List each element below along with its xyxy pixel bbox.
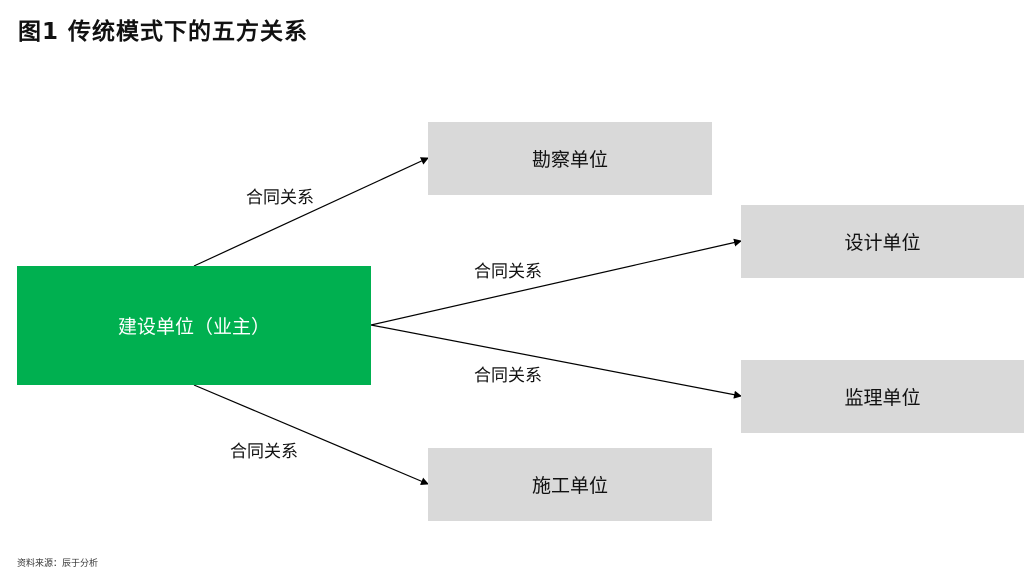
source-note: 资料来源：辰于分析 (17, 559, 99, 569)
survey-node: 勘察单位 (428, 122, 712, 195)
owner-node: 建设单位（业主） (17, 266, 371, 385)
edge-label-supervise: 合同关系 (474, 366, 542, 386)
supervise-node-label: 监理单位 (844, 387, 921, 409)
design-node: 设计单位 (741, 205, 1024, 278)
edge-label-survey: 合同关系 (246, 188, 314, 208)
arrow-owner-to-survey (193, 157, 429, 267)
figure-title: 图1 传统模式下的五方关系 (18, 19, 309, 45)
edge-label-design: 合同关系 (474, 262, 542, 282)
arrow-owner-to-build (193, 384, 429, 485)
supervise-node: 监理单位 (741, 360, 1024, 433)
arrow-owner-to-design (370, 238, 742, 326)
owner-node-label: 建设单位（业主） (117, 316, 270, 338)
design-node-label: 设计单位 (844, 232, 921, 254)
build-node-label: 施工单位 (531, 475, 608, 497)
arrow-owner-to-supervise (370, 324, 742, 399)
build-node: 施工单位 (428, 448, 712, 521)
survey-node-label: 勘察单位 (531, 149, 608, 171)
edge-label-build: 合同关系 (230, 442, 298, 462)
